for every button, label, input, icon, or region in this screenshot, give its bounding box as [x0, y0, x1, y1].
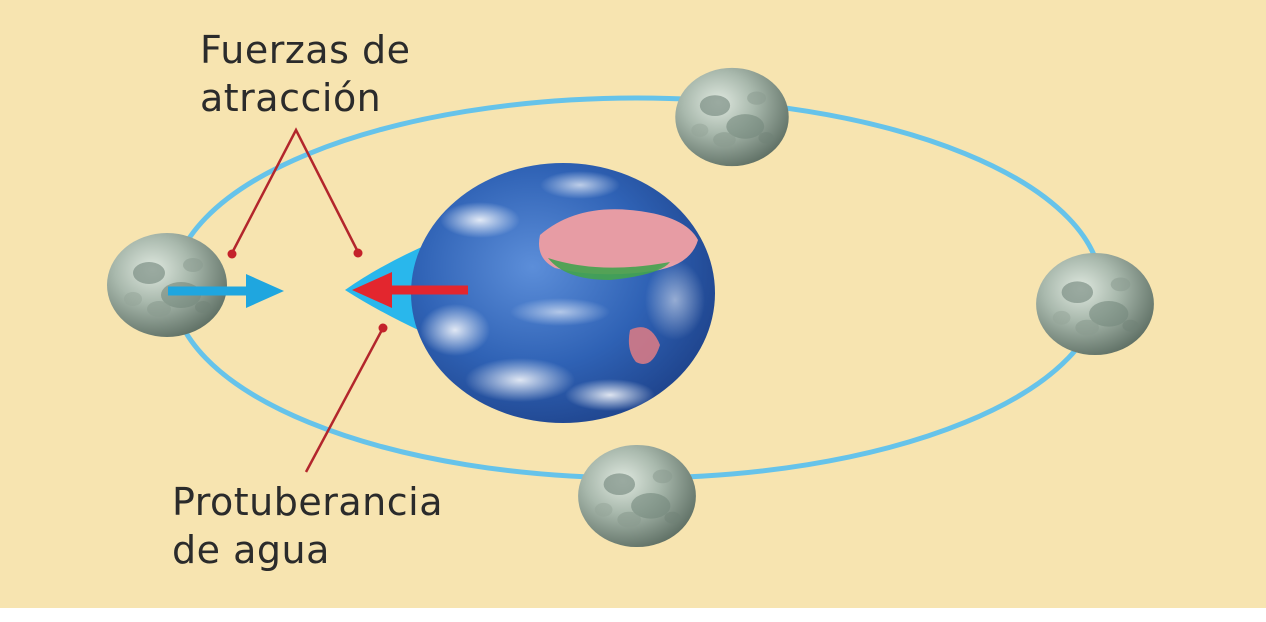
attraction-forces-label-line-1: Fuerzas de: [200, 28, 411, 72]
bulge-leader-line: [304, 323, 388, 473]
attraction-forces-label: Fuerzas de atracción: [200, 26, 410, 122]
moon-icon: [1036, 252, 1154, 356]
moon-icon: [107, 233, 227, 337]
moon-to-earth-arrow: [168, 274, 284, 308]
earth-to-moon-arrow: [352, 272, 468, 308]
water-bulge-label: Protuberancia de agua: [172, 478, 443, 574]
earth-icon: [411, 163, 715, 423]
water-bulge-label-line-2: de agua: [172, 528, 330, 572]
attraction-forces-label-line-2: atracción: [200, 76, 382, 120]
water-bulge-label-line-1: Protuberancia: [172, 480, 443, 524]
moon-icon: [675, 67, 789, 167]
attraction-leader-lines: [227, 127, 363, 259]
moon-icon: [578, 444, 696, 548]
